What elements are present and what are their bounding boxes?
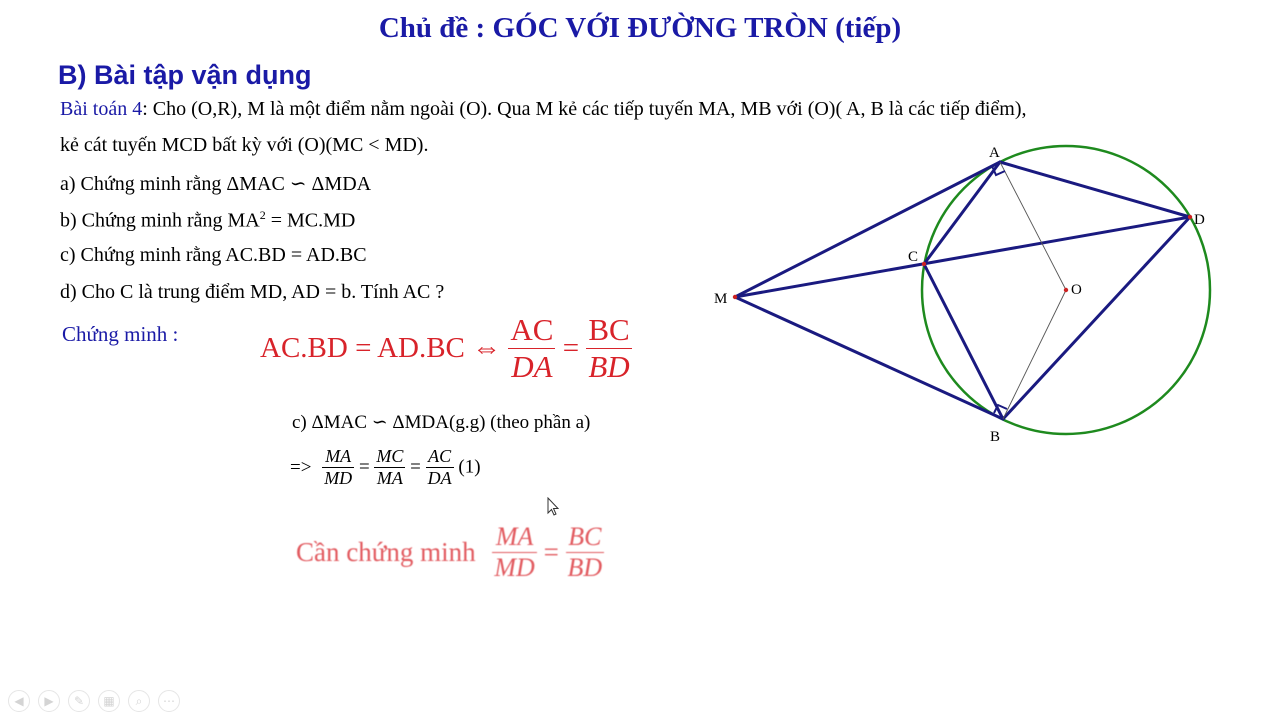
step-c-text: c) ΔMAC ∽ ΔMDA(g.g) (theo phần a) (292, 412, 591, 433)
iff-symbol: ⇔ (472, 332, 502, 364)
right-angle-mark-b (993, 403, 1008, 414)
presentation-toolbar: ◀ ▶ ✎ ▦ ⌕ ⋯ (8, 690, 180, 712)
fraction-denominator: MA (374, 467, 406, 489)
equals-sign: = (358, 456, 370, 478)
fraction-denominator: MD (492, 552, 537, 582)
fraction-numerator: MC (376, 446, 404, 466)
section-heading: B) Bài tập vận dụng (58, 60, 312, 90)
question-b-suffix: = MC.MD (265, 209, 356, 232)
question-b: b) Chứng minh rằng MA2 = MC.MD (60, 208, 355, 233)
fraction-denominator: BD (586, 348, 632, 385)
problem-text-1: : Cho (O,R), M là một điểm nằm ngoài (O)… (142, 98, 1027, 120)
right-angle-mark-a (991, 165, 1006, 177)
radius-ob (1002, 289, 1067, 420)
slides-icon[interactable]: ▦ (98, 690, 120, 712)
question-b-prefix: b) Chứng minh rằng MA (60, 209, 260, 232)
question-b-exponent: 2 (259, 208, 266, 222)
problem-line-2: kẻ cát tuyến MCD bất kỳ với (O)(MC < MD)… (60, 134, 429, 156)
equation-reference: (1) (458, 456, 481, 478)
label-d: D (1194, 212, 1205, 228)
pen-icon[interactable]: ✎ (68, 690, 90, 712)
fraction-denominator: MD (322, 467, 355, 488)
segment-ac (922, 160, 1002, 266)
circle-o (920, 144, 1212, 436)
fraction-numerator: BC (568, 522, 602, 551)
point-m (732, 294, 738, 300)
segment-cb (922, 262, 1005, 421)
point-o (1063, 287, 1069, 293)
more-icon[interactable]: ⋯ (158, 690, 180, 712)
label-a: A (989, 145, 1000, 161)
equals-sign: = (543, 537, 559, 567)
segment-db (1001, 215, 1192, 421)
label-b: B (990, 429, 1000, 445)
problem-label: Bài toán 4 (60, 98, 143, 120)
equals-sign: = (562, 332, 580, 364)
prev-icon[interactable]: ◀ (8, 690, 30, 712)
faded-text: Cần chứng minh (296, 537, 476, 567)
mouse-cursor-icon (547, 497, 560, 516)
implies-arrow: => (290, 456, 312, 478)
zoom-icon[interactable]: ⌕ (128, 690, 150, 712)
equals-sign: = (410, 456, 421, 478)
label-m: M (714, 291, 727, 307)
point-d (1187, 214, 1193, 220)
fraction-numerator: AC (428, 446, 452, 466)
fraction-denominator: DA (425, 467, 454, 488)
fraction-numerator: MA (325, 446, 352, 466)
label-c: C (908, 249, 918, 265)
fraction-numerator: BC (588, 312, 630, 347)
fraction-denominator: DA (508, 348, 556, 385)
fraction-numerator: AC (510, 312, 554, 347)
question-d: d) Cho C là trung điểm MD, AD = b. Tính … (60, 281, 445, 303)
problem-line-1: Bài toán 4: Cho (O,R), M là một điểm nằm… (60, 98, 1027, 121)
fraction-denominator: BD (565, 552, 605, 582)
equation-lhs: AC.BD = AD.BC (260, 332, 465, 364)
fraction-numerator: MA (495, 522, 534, 551)
segment-ad (998, 160, 1192, 219)
secant-mcd (733, 215, 1192, 299)
radius-oa (999, 161, 1067, 291)
tangent-ma (733, 160, 1002, 299)
question-a: a) Chứng minh rằng ΔMAC ∽ ΔMDA (60, 173, 372, 195)
slide-title: Chủ đề : GÓC VỚI ĐƯỜNG TRÒN (tiếp) (378, 12, 902, 44)
question-c: c) Chứng minh rằng AC.BD = AD.BC (60, 244, 367, 266)
next-icon[interactable]: ▶ (38, 690, 60, 712)
point-c (921, 261, 927, 267)
tangent-mb (733, 295, 1005, 421)
label-o: O (1071, 282, 1082, 298)
proof-label: Chứng minh : (62, 322, 179, 346)
